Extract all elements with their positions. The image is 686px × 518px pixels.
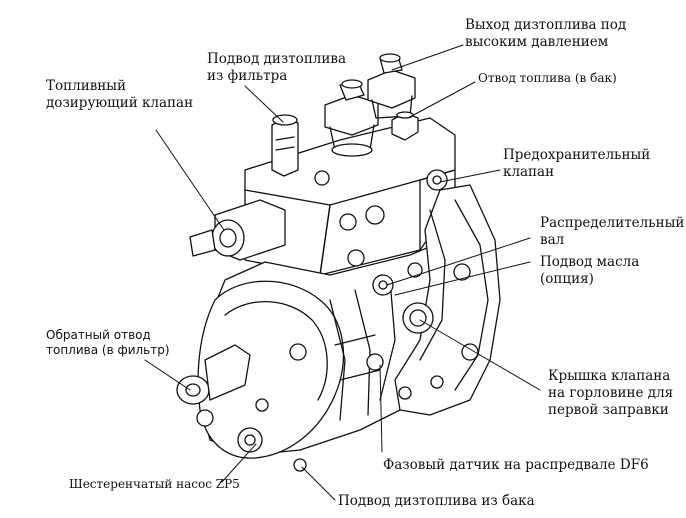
filter-inlet-fitting xyxy=(271,114,299,177)
hp-outlet-fittings xyxy=(324,53,419,157)
label-filter-inlet: Подвод дизтоплива из фильтра xyxy=(207,51,346,85)
leader-lines xyxy=(144,44,541,501)
label-gear-pump-line1: Шестеренчатый насос ZP5 xyxy=(69,477,240,491)
label-filter-inlet-line2: из фильтра xyxy=(207,68,288,84)
label-filler-cap-line3: первой заправки xyxy=(548,402,669,418)
metering-valve xyxy=(189,199,286,261)
label-camshaft: Распределительный вал xyxy=(540,215,684,249)
label-filler-cap: Крышка клапана на горловине для первой з… xyxy=(548,368,673,419)
label-filler-cap-line1: Крышка клапана xyxy=(548,368,671,384)
label-oil-inlet: Подвод масла (опция) xyxy=(540,254,639,288)
label-camshaft-line1: Распределительный xyxy=(540,215,685,231)
label-return-tank: Отвод топлива (в бак) xyxy=(478,71,617,86)
label-oil-inlet-line1: Подвод масла xyxy=(540,254,640,270)
label-filter-inlet-line1: Подвод дизтоплива xyxy=(207,51,347,67)
pump-body xyxy=(197,117,501,459)
label-return-filter: Обратный отвод топлива (в фильтр) xyxy=(46,328,170,358)
bolts xyxy=(196,169,479,472)
label-safety-valve-line2: клапан xyxy=(503,164,555,180)
label-tank-inlet-line1: Подвод дизтоплива из бака xyxy=(338,493,535,509)
label-return-filter-line1: Обратный отвод xyxy=(46,328,151,342)
label-oil-inlet-line2: (опция) xyxy=(540,271,594,287)
label-safety-valve: Предохранительный клапан xyxy=(503,147,650,181)
label-hp-outlet-line1: Выход дизтоплива под xyxy=(465,17,627,33)
label-phase-sensor: Фазовый датчик на распредвале DF6 xyxy=(383,457,649,474)
label-phase-sensor-line1: Фазовый датчик на распредвале DF6 xyxy=(383,457,649,473)
label-metering-valve-line2: дозирующий клапан xyxy=(46,95,194,111)
label-return-tank-line1: Отвод топлива (в бак) xyxy=(478,71,617,85)
label-gear-pump: Шестеренчатый насос ZP5 xyxy=(69,477,240,492)
label-safety-valve-line1: Предохранительный xyxy=(503,147,651,163)
label-filler-cap-line2: на горловине для xyxy=(548,385,674,401)
label-tank-inlet: Подвод дизтоплива из бака xyxy=(338,493,535,510)
label-hp-outlet: Выход дизтоплива под высоким давлением xyxy=(465,17,626,51)
label-hp-outlet-line2: высоким давлением xyxy=(465,34,609,50)
label-metering-valve-line1: Топливный xyxy=(46,78,127,94)
label-return-filter-line2: топлива (в фильтр) xyxy=(46,343,170,357)
return-filter-fitting xyxy=(176,344,251,405)
label-camshaft-line2: вал xyxy=(540,232,565,248)
label-metering-valve: Топливный дозирующий клапан xyxy=(46,78,193,112)
